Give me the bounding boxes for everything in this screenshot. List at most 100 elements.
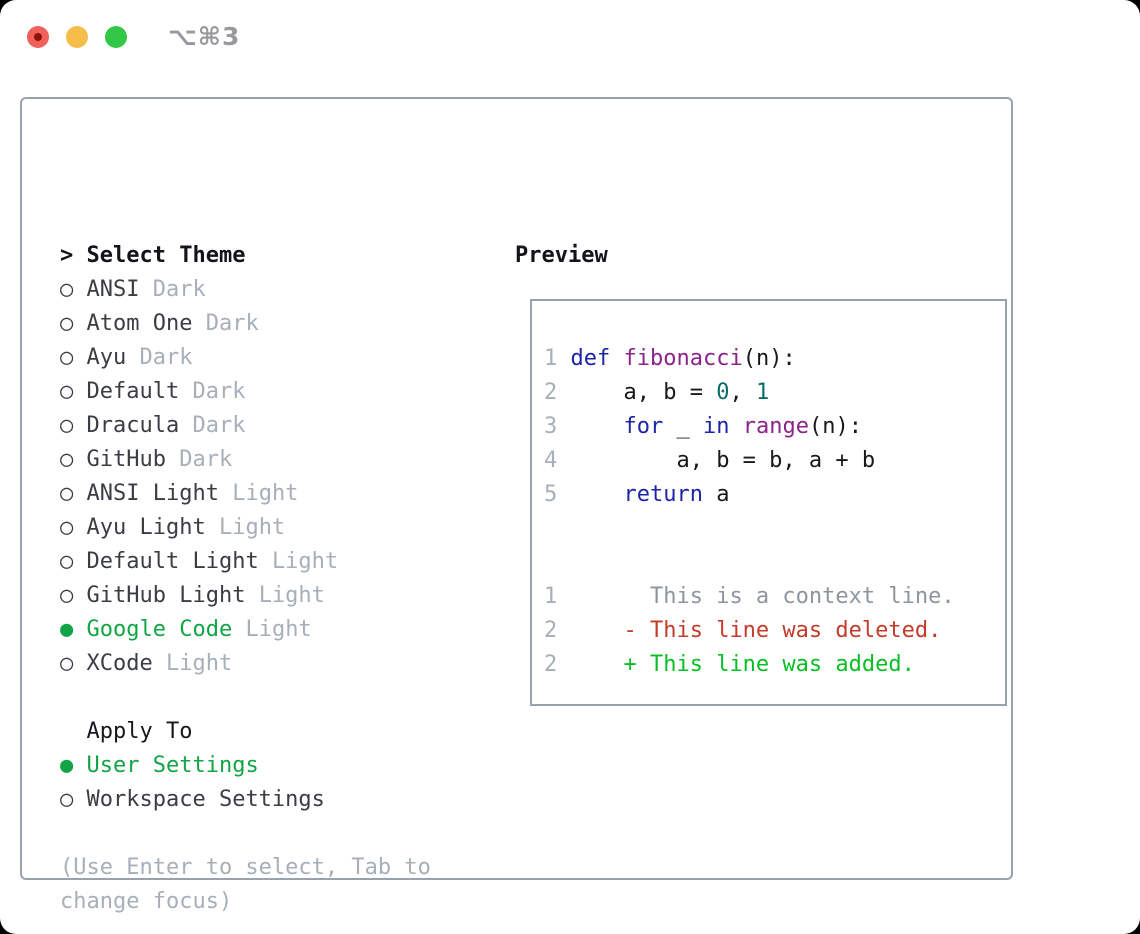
code-token-plain: a [702,482,730,507]
code-token-keyword: in [702,414,730,439]
theme-name: GitHub Light [86,583,259,608]
code-line: 5 return a [544,478,1005,512]
pointer-icon: > [60,243,87,268]
close-dot-icon [34,33,42,41]
theme-option-xcode[interactable]: ○ XCode Light [60,647,431,681]
code-token-plain: , [729,380,756,405]
theme-name: GitHub [86,447,180,472]
select-theme-heading: > Select Theme [60,239,431,273]
theme-option-ayu[interactable]: ○ Ayu Dark [60,341,431,375]
theme-name: Ayu Light [86,515,219,540]
hint-text-line2: change focus) [60,889,233,914]
theme-option-ansi-light[interactable]: ○ ANSI Light Light [60,477,431,511]
theme-variant: Light [245,617,312,642]
apply-option-user-settings[interactable]: ● User Settings [60,749,431,783]
theme-option-google-code[interactable]: ● Google Code Light [60,613,431,647]
diff-line-added: 2 + This line was added. [544,648,1005,682]
code-token-plain: a, b = [570,380,717,405]
code-token-plain [729,414,742,439]
code-line: 2 a, b = 0, 1 [544,376,1005,410]
close-button[interactable] [27,26,49,48]
radio-icon: ○ [60,651,87,676]
code-token-keyword: for [623,414,664,439]
spacer-row [60,681,431,715]
diff-line-context: 1 This is a context line. [544,580,1005,614]
theme-variant: Dark [192,413,246,438]
code-token-plain: (n): [742,346,796,371]
diff-text: This is a context line. [570,584,955,609]
code-token-literal: 0 [716,380,730,405]
radio-icon: ○ [60,787,87,812]
theme-variant: Light [165,651,233,676]
line-number: 4 [544,448,571,473]
theme-name: XCode [86,651,166,676]
window-title: ⌥⌘3 [168,22,241,51]
theme-option-ansi[interactable]: ○ ANSI Dark [60,273,431,307]
theme-option-dracula[interactable]: ○ Dracula Dark [60,409,431,443]
line-number: 2 [544,652,571,677]
apply-option-label: User Settings [86,753,259,778]
radio-icon: ○ [60,311,87,336]
line-number: 3 [544,414,571,439]
theme-option-default[interactable]: ○ Default Dark [60,375,431,409]
titlebar: ⌥⌘3 [0,0,1140,74]
theme-name: ANSI [86,277,153,302]
code-token-function: range [742,414,809,439]
theme-option-default-light[interactable]: ○ Default Light Light [60,545,431,579]
theme-variant: Dark [179,447,233,472]
radio-icon: ○ [60,549,87,574]
theme-variant: Dark [139,345,193,370]
code-line: 3 for _ in range(n): [544,410,1005,444]
apply-to-heading: Apply To [60,715,431,749]
radio-selected-icon: ● [60,617,87,642]
code-token-keyword: return [623,482,703,507]
radio-icon: ○ [60,515,87,540]
theme-option-github-light[interactable]: ○ GitHub Light Light [60,579,431,613]
code-line: 1 def fibonacci(n): [544,342,1005,376]
theme-option-ayu-light[interactable]: ○ Ayu Light Light [60,511,431,545]
minimize-button[interactable] [66,26,88,48]
zoom-button[interactable] [105,26,127,48]
theme-name: Default Light [86,549,272,574]
apply-option-label: Workspace Settings [86,787,325,812]
theme-name: Default [86,379,193,404]
spacer-row [60,817,431,851]
radio-icon: ○ [60,345,87,370]
line-number: 2 [544,618,571,643]
radio-icon: ○ [60,413,87,438]
theme-option-atom-one[interactable]: ○ Atom One Dark [60,307,431,341]
line-number: 1 [544,346,571,371]
apply-to-label: Apply To [60,719,193,744]
radio-icon: ○ [60,379,87,404]
radio-icon: ○ [60,447,87,472]
theme-name: ANSI Light [86,481,233,506]
theme-option-github[interactable]: ○ GitHub Dark [60,443,431,477]
select-theme-label: Select Theme [86,243,246,268]
theme-name: Google Code [86,617,246,642]
code-token-literal: 1 [755,380,770,405]
apply-option-workspace-settings[interactable]: ○ Workspace Settings [60,783,431,817]
code-token-plain [571,482,624,507]
theme-variant: Light [258,583,325,608]
diff-text: + This line was added. [570,652,915,677]
theme-variant: Dark [205,311,259,336]
spacer-row [544,546,1005,580]
theme-variant: Dark [192,379,246,404]
preview-heading: Preview [515,243,608,268]
line-number: 2 [544,380,571,405]
theme-variant: Light [218,515,286,540]
theme-variant: Light [232,481,299,506]
diff-line-deleted: 2 - This line was deleted. [544,614,1005,648]
hint-text-line1: (Use Enter to select, Tab to [60,855,431,880]
code-token-plain: (n): [808,414,862,439]
radio-icon: ○ [60,481,87,506]
theme-name: Atom One [86,311,206,336]
code-token-keyword: def [570,346,624,371]
radio-icon: ○ [60,277,87,302]
theme-selector-panel: > Select Theme○ ANSI Dark○ Atom One Dark… [20,97,1013,914]
theme-list: > Select Theme○ ANSI Dark○ Atom One Dark… [60,239,431,919]
line-number: 5 [544,482,571,507]
theme-variant: Dark [152,277,206,302]
